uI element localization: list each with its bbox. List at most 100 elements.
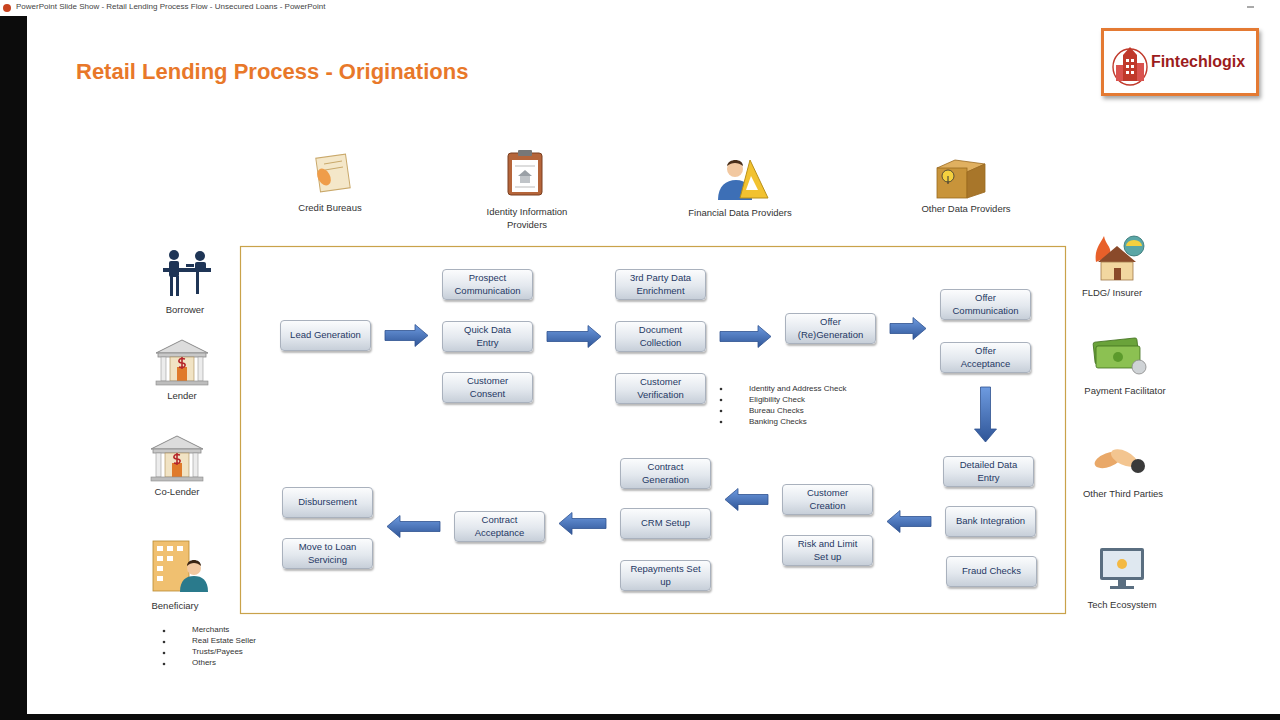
identity-provider-icon [508,150,542,195]
check-item: Identity and Address Check [749,384,909,395]
entity-caption: Payment Facilitator [1065,385,1185,398]
block-arrow [720,326,771,348]
check-item: Bureau Checks [749,406,909,417]
identity-provider-icon-part [518,150,532,156]
bullet-dots-part [720,421,723,424]
identity-provider-icon-part [518,170,532,176]
tech-ecosystem-icon [1100,548,1144,589]
bullet-dots-part [163,663,166,666]
entity-caption: Tech Ecosystem [1067,599,1177,612]
logo-building-icon-part [1131,59,1134,62]
bullet-dots-part [163,652,166,655]
beneficiary-icon-part [180,576,208,592]
beneficiary-icon [153,541,208,592]
borrower-icon [163,250,211,296]
beneficiary-icon-part [157,576,163,581]
identity-provider-icon-part [508,153,542,195]
financial-provider-icon-part [727,160,743,166]
borrower-icon-part [176,276,179,296]
slide-title: Retail Lending Process - Originations [76,59,468,85]
insurer-icon-part [1124,236,1144,256]
logo-building-icon-part [1131,65,1134,68]
credit-bureau-icon-part [314,166,333,188]
insurer-icon-part [1114,268,1121,280]
process-box: Detailed Data Entry [943,456,1034,487]
entity-caption: Other Third Parties [1063,488,1183,501]
process-box: Offer Acceptance [940,342,1031,373]
process-box: Customer Verification [615,373,706,404]
process-box: Bank Integration [945,506,1036,537]
logo-building-icon-part [1126,71,1129,74]
tech-ecosystem-icon-part [1110,586,1134,589]
block-arrow [385,325,428,347]
block-arrow [559,513,606,535]
beneficiary-icon-part [177,546,183,551]
beneficiary-icon-part [167,546,173,551]
entity-caption: Beneficiary [135,600,215,613]
beneficiary-icon-part [157,546,163,551]
process-box: Prospect Communication [442,269,533,300]
beneficiary-icon-part [157,556,163,561]
lender-icon [156,340,208,385]
bullet-dots-part [163,641,166,644]
beneficiary-icon-part [157,566,163,571]
other-data-provider-icon-part [967,164,985,198]
entity-caption: Co-Lender [137,486,217,499]
borrower-icon-part [186,264,194,267]
process-box: Offer Communication [940,289,1031,320]
co-lender-icon [151,436,203,481]
logo-building-icon-part [1137,63,1144,81]
process-box: Risk and Limit Set up [782,535,873,566]
process-label: Lead Generation [290,329,361,341]
borrower-icon-part [195,262,206,270]
entity-caption: Lender [142,390,222,403]
process-box: Document Collection [615,321,706,352]
process-box: Lead Generation [280,320,371,351]
tech-ecosystem-icon-part [1118,580,1126,586]
bullet-dots-part [720,388,723,391]
other-data-provider-icon-part [937,168,967,198]
entity-caption: Identity Information Providers [479,206,575,232]
window-title-bar-part [3,4,11,12]
tech-ecosystem-icon-part [1103,551,1141,577]
identity-provider-icon-part [515,187,535,188]
process-label: CRM Setup [641,517,690,529]
beneficiary-icon-part [187,561,201,575]
window-title-bar [0,0,1280,16]
process-box: Contract Acceptance [454,511,545,542]
process-label: Customer Creation [792,487,863,512]
logo-text: Fintechlogix [1151,53,1245,71]
identity-provider-icon-part [515,166,535,167]
process-label: Contract Generation [630,461,701,486]
logo-building-icon-part [1126,59,1129,62]
entity-caption: Credit Bureaus [280,202,380,215]
block-arrow [725,489,768,511]
block-arrow [887,511,931,533]
other-data-provider-icon-part [948,176,949,184]
process-label: Offer Acceptance [950,345,1021,370]
third-party-icon [1092,446,1145,473]
beneficiary-icon-part [167,556,173,561]
block-arrow [890,318,926,340]
borrower-icon-part [169,250,179,260]
process-box: Disbursement [282,487,373,518]
entity-caption: Financial Data Providers [675,207,805,220]
process-label: Customer Consent [452,375,523,400]
bullet-item: Trusts/Payees [192,647,322,658]
process-box: Repayments Set up [620,560,711,591]
window-title-bar-part [0,0,1280,16]
process-label: Risk and Limit Set up [792,538,863,563]
borrower-icon-part [195,251,205,261]
process-label: Offer (Re)Generation [795,316,866,341]
credit-bureau-icon-part [325,167,343,170]
process-label: Quick Data Entry [452,324,523,349]
process-box: Offer (Re)Generation [785,313,876,344]
block-arrow [975,387,997,442]
screen-border [0,16,1280,720]
bullet-item: Others [192,658,322,669]
process-box: 3rd Party Data Enrichment [615,269,706,300]
payment-facilitator-icon-part [1132,360,1146,374]
process-label: Prospect Communication [452,272,523,297]
check-item: Eligibility Check [749,395,909,406]
